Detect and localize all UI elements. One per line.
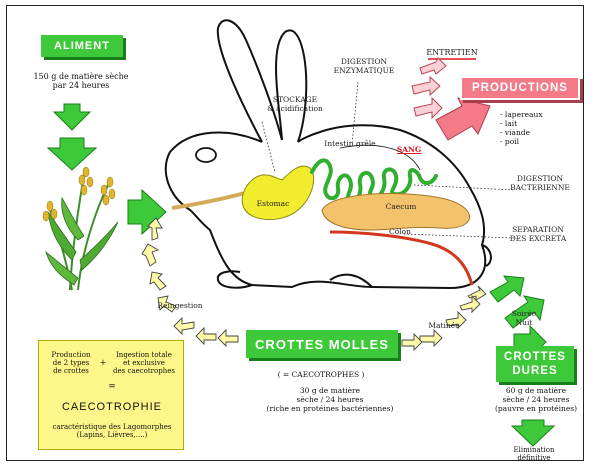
crottes-dures-title-2: DURES: [512, 364, 557, 378]
crottes-dures-box: CROTTES DURES: [496, 346, 574, 382]
plant-drawing: [43, 167, 118, 290]
caecotrophie-ing-3: des caecotrophes: [107, 367, 181, 375]
caecotrophie-title: CAECOTROPHIE: [39, 401, 185, 414]
productions-box: PRODUCTIONS: [460, 76, 580, 100]
soiree-nuit-label: Soirée Nuit: [504, 310, 544, 327]
digestion-enz-text-2: ENZYMATIQUE: [324, 67, 404, 76]
digestion-bacterienne-label: DIGESTION BACTERIENNE: [500, 175, 580, 192]
caecotrophie-desc: caractéristique des Lagomorphes (Lapins,…: [39, 423, 185, 439]
caecotrophie-prod-3: de crottes: [43, 367, 99, 375]
caecotrophie-equals: =: [39, 383, 185, 392]
caecum: [322, 194, 470, 230]
caecotrophie-desc-1: caractéristique des Lagomorphes: [39, 423, 185, 431]
caecotrophie-prod-1: Production: [43, 351, 99, 359]
productions-title: PRODUCTIONS: [472, 82, 568, 94]
colon-label: Côlon: [380, 228, 420, 237]
caecotrophie-ing-1: Ingestion totale: [107, 351, 181, 359]
sang-label: SANG: [394, 146, 424, 155]
crottes-molles-box: CROTTES MOLLES: [246, 330, 398, 358]
aliment-line2: par 24 heures: [22, 81, 140, 90]
colon: [330, 232, 472, 285]
nuit-text: Nuit: [504, 319, 544, 328]
caecotrophie-production: Production de 2 types de crottes: [43, 351, 99, 375]
rabbit-ear-front: [276, 30, 306, 142]
caecum-label: Caecum: [376, 203, 426, 212]
production-big-arrow: [436, 98, 490, 140]
crottes-molles-details: 30 g de matière sèche / 24 heures (riche…: [250, 386, 410, 413]
aliment-line1: 150 g de matière sèche: [22, 72, 140, 81]
crottes-dures-line3: (pauvre en protéines): [486, 404, 586, 413]
crottes-molles-line3: (riche en protéines bactériennes): [250, 404, 410, 413]
productions-item: - poil: [500, 137, 543, 146]
elimination-line1: Elimination: [500, 446, 568, 454]
productions-item: - lapereaux: [500, 110, 543, 119]
productions-item: - lait: [500, 119, 543, 128]
separation-text-2: DES EXCRETA: [498, 235, 578, 244]
productions-list: - lapereaux - lait - viande - poil: [500, 110, 543, 146]
separation-label: SEPARATION DES EXCRETA: [498, 226, 578, 243]
aliment-quantity: 150 g de matière sèche par 24 heures: [22, 72, 140, 90]
caecotrophie-prod-2: de 2 types: [43, 359, 99, 367]
crottes-dures-title-1: CROTTES: [504, 350, 566, 364]
plant-leaf-3: [62, 198, 84, 240]
intestin-label: Intestin grêle: [315, 140, 385, 149]
estomac-label: Estomac: [248, 200, 298, 209]
rabbit-front-leg: [218, 271, 252, 287]
feed-arrow-1: [54, 104, 90, 130]
production-small-arrows: [412, 58, 446, 118]
rabbit-eye: [196, 148, 216, 162]
digestion-bact-text-2: BACTERIENNE: [500, 184, 580, 193]
crottes-molles-line2: sèche / 24 heures: [250, 395, 410, 404]
productions-item: - viande: [500, 128, 543, 137]
caecotrophie-ingestion: Ingestion totale et exclusive des caecot…: [107, 351, 181, 375]
caecotrophie-box: Production de 2 types de crottes + Inges…: [38, 340, 184, 450]
matinee-label: Matinée: [424, 322, 464, 331]
rabbit-ear-back: [218, 20, 282, 142]
crottes-molles-line1: 30 g de matière: [250, 386, 410, 395]
crottes-dures-line2: sèche / 24 heures: [486, 395, 586, 404]
feed-arrow-2: [48, 138, 96, 170]
acidification-text: & acidification: [252, 105, 338, 114]
caecotrophie-desc-2: (Lapins, Lièvres,....): [39, 431, 185, 439]
entretien-label: ENTRETIEN: [418, 49, 486, 58]
elimination-line2: définitive: [500, 454, 568, 462]
crottes-molles-sub: ( = CAECOTROPHES ): [266, 370, 376, 379]
stomach: [242, 166, 313, 219]
crottes-molles-title: CROTTES MOLLES: [255, 337, 389, 352]
aliment-box: ALIMENT: [41, 35, 123, 57]
caecotrophie-ing-2: et exclusive: [107, 359, 181, 367]
crottes-dures-line1: 60 g de matière: [486, 386, 586, 395]
stockage-label: STOCKAGE & acidification: [252, 96, 338, 113]
aliment-title: ALIMENT: [54, 40, 110, 52]
digestion-enzymatique-label: DIGESTION ENZYMATIQUE: [324, 58, 404, 75]
crottes-dures-details: 60 g de matière sèche / 24 heures (pauvr…: [486, 386, 586, 413]
elimination-label: Elimination définitive: [500, 446, 568, 462]
reingestion-label: Réingestion: [150, 302, 210, 311]
